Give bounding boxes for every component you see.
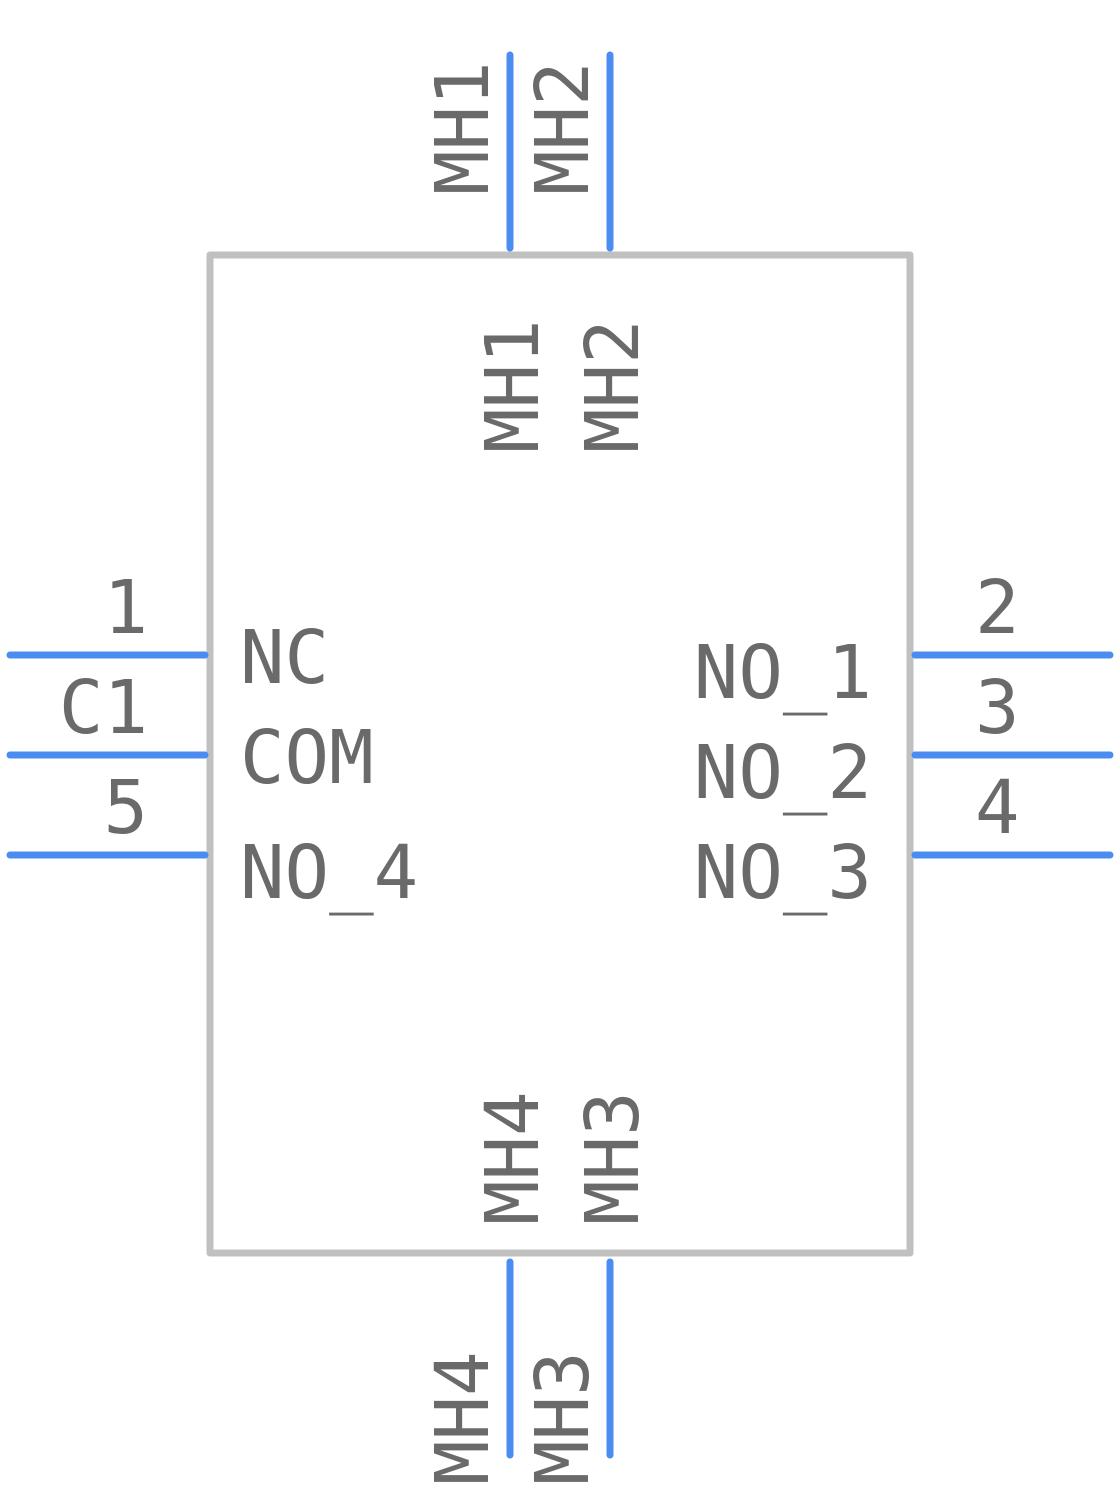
- pin-1-number: 1: [103, 565, 148, 651]
- pin-1-name: NC: [240, 615, 329, 701]
- component-body: [206, 251, 914, 1257]
- pin-mh1-name: MH1: [470, 319, 556, 453]
- pin-5-name: NO_4: [240, 830, 418, 916]
- pin-2-name: NO_1: [694, 630, 872, 716]
- pin-4-name: NO_3: [694, 830, 872, 916]
- pin-2-number: 2: [975, 565, 1020, 651]
- pin-3-number: 3: [975, 665, 1020, 751]
- pin-mh2-number: MH2: [520, 61, 606, 195]
- pin-5-number: 5: [103, 765, 148, 851]
- pin-3-name: NO_2: [694, 730, 872, 816]
- pin-mh3-name: MH3: [570, 1091, 656, 1225]
- pin-mh3-number: MH3: [520, 1351, 606, 1485]
- pin-mh2-name: MH2: [570, 319, 656, 453]
- component-designator: C1: [59, 665, 148, 751]
- pin-mh1-number: MH1: [420, 61, 506, 195]
- pin-4-number: 4: [975, 765, 1020, 851]
- pin-com-name: COM: [240, 715, 374, 801]
- pin-mh4-name: MH4: [470, 1091, 556, 1225]
- pin-mh4-number: MH4: [420, 1351, 506, 1485]
